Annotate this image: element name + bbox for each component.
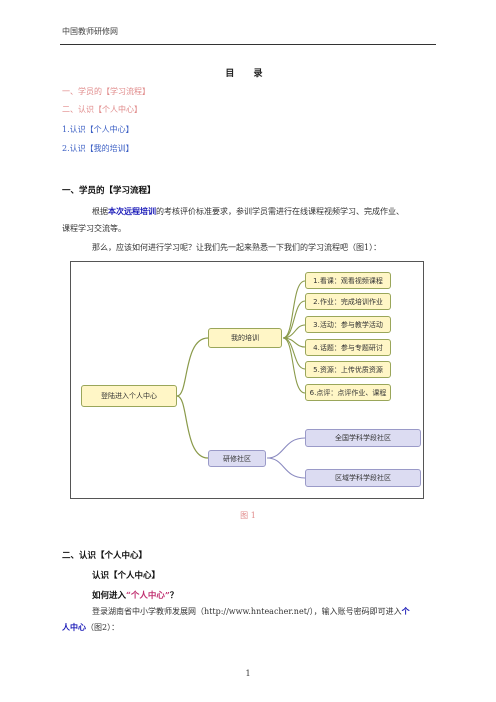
diagram-leaf-national-community: 全国学科学段社区 [305, 429, 421, 447]
toc-item-4[interactable]: 2.认识【我的培训】 [62, 144, 134, 153]
figure-caption: 图 1 [240, 511, 256, 520]
section2-para-line1: 登录湖南省中小学教师发展网（http://www.hnteacher.net/）… [92, 603, 410, 620]
section1-heading: 一、学员的【学习流程】 [62, 186, 156, 196]
diagram-branch-my-training: 我的培训 [208, 328, 282, 348]
diagram-leaf-regional-community: 区域学科学段社区 [305, 469, 421, 487]
toc-item-3[interactable]: 1.认识【个人中心】 [62, 125, 134, 134]
para-highlight-1: 个 [401, 606, 410, 616]
para1-highlight: 本次远程培训 [108, 206, 156, 216]
section2-subheading: 认识【个人中心】 [92, 571, 161, 581]
toc-title: 目 录 [225, 69, 271, 79]
diagram-leaf-watch-course: 1.看课：观看视频课程 [305, 272, 391, 289]
diagram-leaf-resource: 5.资源：上传优质资源 [305, 361, 391, 378]
section1-para1: 根据本次远程培训的考核评价标准要求，参训学员需进行在线课程视频学习、完成作业、 [92, 203, 404, 220]
section2-para-line2: 人中心（图2）： [62, 619, 119, 636]
diagram-leaf-topic: 4.话题：参与专题研讨 [305, 339, 391, 356]
para-tail: （图2）： [86, 623, 120, 632]
question-pre: 如何进入 [92, 591, 127, 601]
section2-question: 如何进入“个人中心”？ [92, 589, 178, 601]
toc-item-2[interactable]: 二、认识【个人中心】 [62, 105, 142, 114]
diagram-root-node: 登陆进入个人中心 [81, 385, 177, 407]
diagram-branch-community: 研修社区 [208, 450, 266, 467]
para-line1-text: 登录湖南省中小学教师发展网（http://www.hnteacher.net/）… [92, 607, 402, 616]
header-divider [60, 44, 436, 45]
question-post: ？ [169, 591, 179, 601]
page-header: 中国教师研修网 [62, 27, 118, 36]
learning-flow-diagram: 登陆进入个人中心 我的培训 研修社区 1.看课：观看视频课程 2.作业：完成培训… [70, 261, 424, 499]
para1-post: 的考核评价标准要求，参训学员需进行在线课程视频学习、完成作业、 [156, 207, 404, 216]
section2-heading: 二、认识【个人中心】 [62, 551, 148, 561]
diagram-leaf-review: 6.点评：点评作业、课程 [305, 384, 391, 401]
para1-pre: 根据 [92, 207, 108, 216]
toc-item-1[interactable]: 一、学员的【学习流程】 [62, 87, 150, 96]
diagram-leaf-activity: 3.活动：参与教学活动 [305, 316, 391, 333]
question-highlight: “个人中心” [126, 591, 170, 601]
section1-para1-line2: 课程学习交流等。 [62, 224, 126, 233]
section1-para2: 那么，应该如何进行学习呢？让我们先一起来熟悉一下我们的学习流程吧（图1）： [92, 243, 382, 252]
diagram-leaf-homework: 2.作业：完成培训作业 [305, 293, 391, 310]
page-number: 1 [245, 669, 251, 678]
diagram-connectors [176, 280, 306, 479]
para-highlight-2: 人中心 [62, 622, 86, 632]
